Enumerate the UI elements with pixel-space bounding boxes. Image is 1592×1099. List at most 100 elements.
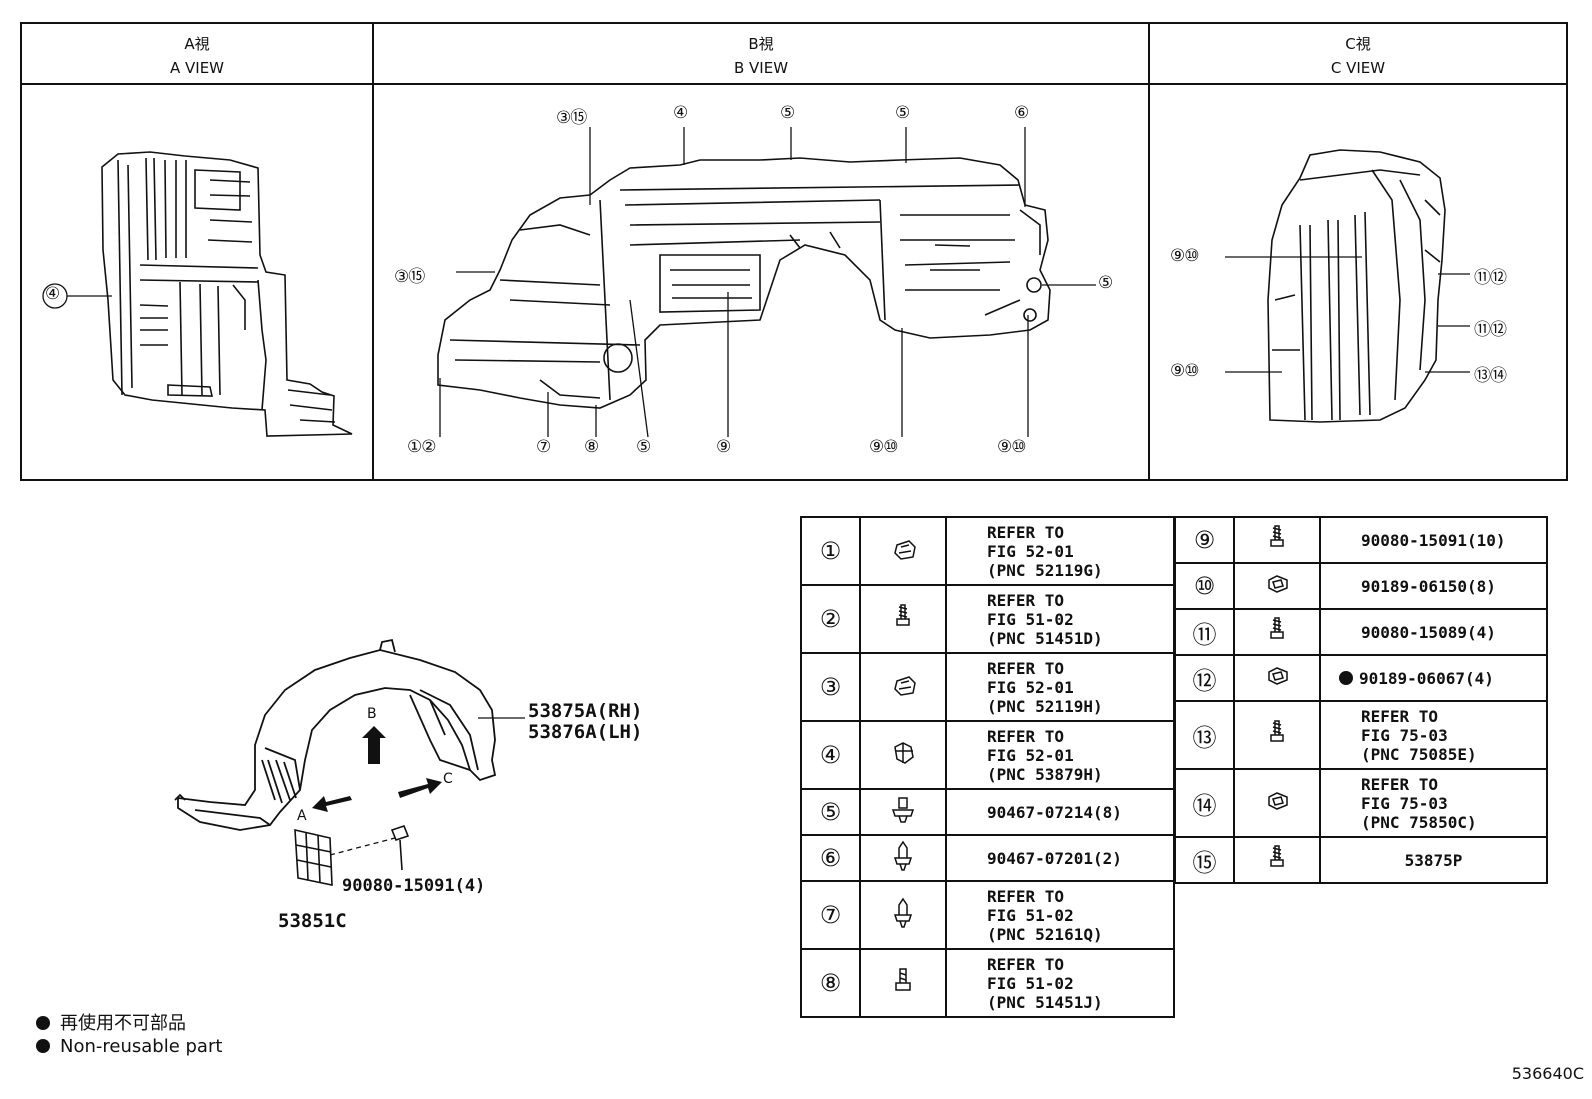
drawing-code: 536640C [1511,1064,1584,1083]
part-number-cell: ⑧ [800,948,861,1018]
part-number-cell: ⑭ [1174,768,1235,838]
part-desc-text: REFER TO FIG 52-01 (PNC 52119G) [987,522,1103,580]
part-number-cell: ⑪ [1174,608,1235,656]
view-b-title-jp: B視 [748,35,774,53]
part-desc-cell: REFER TO FIG 75-03 (PNC 75085E) [1319,700,1548,770]
retainer-icon [894,742,914,764]
bolt-icon [895,968,911,991]
callout-b: ③⑮ [556,108,587,128]
part-label-bolt: 90080-15091(4) [342,876,486,896]
part-label-cover: 53851C [278,910,347,932]
legend-jp-text: 再使用不可部品 [60,1013,186,1034]
arrow-b-icon [362,726,386,764]
view-divider [372,24,374,479]
clip-icon [894,540,916,560]
table-row: ⑭ REFER TO FIG 75-03 (PNC 75850C) [1174,768,1548,838]
nut-icon [1268,792,1288,810]
part-desc-text: REFER TO FIG 51-02 (PNC 51451J) [987,954,1103,1012]
part-number-cell: ⑥ [800,834,861,882]
part-icon-cell [1233,700,1321,770]
callout-b: ⑧ [584,437,599,457]
part-desc-text: 53875P [1404,850,1463,870]
part-number-cell: ⑨ [1174,516,1235,564]
part-icon-cell [859,720,947,790]
part-desc-text: REFER TO FIG 75-03 (PNC 75085E) [1361,706,1477,764]
part-number-cell: ⑫ [1174,654,1235,702]
callout-a-4: ④ [45,284,60,304]
part-icon-cell [1233,608,1321,656]
part-desc-cell: REFER TO FIG 52-01 (PNC 53879H) [945,720,1175,790]
view-a-title-jp: A視 [184,35,210,53]
view-c-leaders [1225,256,1470,373]
arrow-a-icon [312,796,352,812]
rivet-clip-icon [893,840,913,871]
cover-53851c [294,828,333,886]
fender-liner-assembly [174,638,497,831]
arrow-a-label: A [297,808,307,824]
arrow-b-label: B [367,706,377,722]
nonreusable-dot-icon [36,1016,50,1030]
part-icon-cell [859,834,947,882]
part-desc-cell: 90467-07214(8) [945,788,1175,836]
part-desc-text: 90080-15091(10) [1361,530,1506,550]
part-desc-text: REFER TO FIG 75-03 (PNC 75850C) [1361,774,1477,832]
part-desc-cell: REFER TO FIG 52-01 (PNC 52119H) [945,652,1175,722]
part-number-cell: ③ [800,652,861,722]
screw-icon [1270,845,1284,867]
part-desc-cell: REFER TO FIG 52-01 (PNC 52119G) [945,516,1175,586]
table-row: ⑬ REFER TO FIG 75-03 (PNC 75085E) [1174,700,1548,770]
callout-c: ⑨⑩ [1170,361,1200,381]
part-desc-cell: REFER TO FIG 75-03 (PNC 75850C) [1319,768,1548,838]
part-number-cell: ⑬ [1174,700,1235,770]
table-row: ⑧ REFER TO FIG 51-02 (PNC 51451J) [800,948,1175,1018]
screw-icon [1270,720,1284,742]
table-row: ⑥ 90467-07201(2) [800,834,1175,882]
part-desc-text: 90467-07214(8) [987,802,1122,822]
callout-b: ⑨⑩ [869,437,899,457]
callout-b: ⑤ [780,103,795,123]
nonreusable-dot-icon [1339,670,1353,685]
part-icon-cell [1233,516,1321,564]
view-b-liner [437,157,1051,409]
view-a-title-en: A VIEW [169,59,225,77]
table-row: ⑤ 90467-07214(8) [800,788,1175,836]
part-desc-cell: REFER TO FIG 51-02 (PNC 51451D) [945,584,1175,654]
part-desc-text: REFER TO FIG 51-02 (PNC 51451D) [987,590,1103,648]
nonreusable-dot-icon [36,1039,50,1053]
view-b-leaders [439,127,1096,438]
part-number-cell: ⑦ [800,880,861,950]
part-desc-cell: 90080-15089(4) [1319,608,1548,656]
part-number-cell: ④ [800,720,861,790]
view-c-title-jp: C視 [1345,35,1371,53]
legend-en: Non-reusable part [36,1036,222,1057]
arrow-c-icon [398,778,442,798]
screw-icon [896,604,910,626]
part-icon-cell [859,948,947,1018]
callout-c: ⑨⑩ [1170,246,1200,266]
table-row: ⑨ 90080-15091(10) [1174,516,1548,564]
header-divider [22,83,1566,85]
part-desc-text: 90467-07201(2) [987,848,1122,868]
view-divider [1148,24,1150,479]
legend-jp: 再使用不可部品 [36,1009,186,1035]
clip-icon [894,676,916,696]
view-c-liner [1267,149,1446,423]
nut-icon [1268,667,1288,685]
callout-b: ③⑮ [394,267,425,287]
callout-b: ⑤ [636,437,651,457]
part-icon-cell [859,788,947,836]
part-desc-cell: 90189-06150(8) [1319,562,1548,610]
view-a-liner [101,151,353,437]
part-number-cell: ⑤ [800,788,861,836]
part-desc-cell: REFER TO FIG 51-02 (PNC 51451J) [945,948,1175,1018]
callout-c: ⑪⑫ [1474,268,1507,288]
part-icon-cell [1233,654,1321,702]
push-clip-icon [891,797,915,823]
part-icon-cell [1233,768,1321,838]
